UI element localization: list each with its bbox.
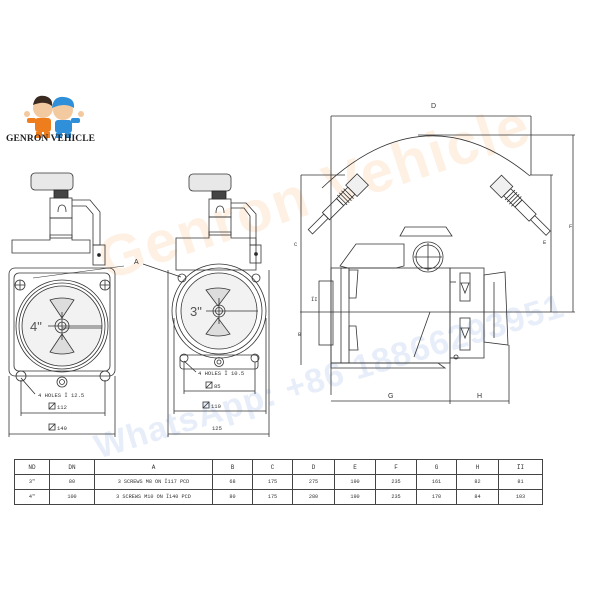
- holes-note-4in: 4 HOLES Ï 12.5: [38, 392, 84, 399]
- cell: 235: [375, 474, 417, 490]
- dim-f-label: F: [569, 223, 572, 230]
- cell: 190: [334, 489, 376, 505]
- front-view-3in: 3" A 4 HOLES Ï 10.5 85 110 125: [32, 173, 270, 437]
- cell: 82: [456, 474, 499, 490]
- cell: 3": [14, 474, 50, 490]
- header-e: E: [334, 459, 376, 475]
- flange-square-3in: 110: [211, 403, 221, 410]
- header-f: F: [375, 459, 417, 475]
- spec-table: ND DN A B C D E F G H ÏI 3" 80 3 SCREWS …: [14, 459, 543, 505]
- dim-c-label: C: [294, 241, 298, 248]
- header-dn: DN: [49, 459, 95, 475]
- bolt-square-3in: 85: [214, 383, 221, 390]
- two-mascot-kids-icon: [24, 95, 84, 138]
- cell: 80: [49, 474, 95, 490]
- dim-e-label: E: [543, 239, 547, 246]
- cell: 84: [456, 489, 499, 505]
- overall-width-3in: 125: [212, 425, 222, 432]
- bolt-square-4in: 112: [57, 404, 67, 411]
- table-row: 4" 100 3 SCREWS M10 ON Ï140 PCD 80 175 2…: [14, 489, 543, 505]
- cell: 3 SCREWS M10 ON Ï140 PCD: [94, 489, 213, 505]
- cell: 280: [292, 489, 335, 505]
- cell: 3 SCREWS M8 ON Ï117 PCD: [94, 474, 213, 490]
- flange-square-4in: 140: [57, 425, 67, 432]
- table-row: 3" 80 3 SCREWS M8 ON Ï117 PCD 68 175 275…: [14, 474, 543, 490]
- cell: 80: [212, 489, 253, 505]
- brand-logo: [5, 88, 115, 146]
- cell: 175: [252, 489, 293, 505]
- header-g: G: [416, 459, 457, 475]
- dim-d-label: D: [431, 103, 436, 110]
- dim-g-label: G: [388, 393, 393, 400]
- header-h: H: [456, 459, 499, 475]
- dim-port-label: ÏI: [311, 296, 318, 303]
- size-label-4in: 4": [30, 319, 42, 334]
- cell: 235: [375, 489, 417, 505]
- header-c: C: [252, 459, 293, 475]
- header-a: A: [94, 459, 213, 475]
- cell: 161: [416, 474, 457, 490]
- holes-note-3in: 4 HOLES Ï 10.5: [198, 370, 244, 377]
- cell: 4": [14, 489, 50, 505]
- header-d: D: [292, 459, 335, 475]
- cell: 103: [498, 489, 543, 505]
- header-i: ÏI: [498, 459, 543, 475]
- size-label-3in: 3": [190, 304, 202, 319]
- dim-h-label: H: [477, 393, 482, 400]
- cell: 68: [212, 474, 253, 490]
- cell: 170: [416, 489, 457, 505]
- cell: 190: [334, 474, 376, 490]
- cell: 175: [252, 474, 293, 490]
- front-view-4in: 4" 4 HOLES Ï 12.5 112 140: [8, 172, 116, 437]
- table-header-row: ND DN A B C D E F G H ÏI: [14, 459, 543, 475]
- dim-b-label: B: [298, 331, 302, 338]
- cell: 100: [49, 489, 95, 505]
- header-nd: ND: [14, 459, 50, 475]
- header-b: B: [212, 459, 253, 475]
- cell: 275: [292, 474, 335, 490]
- cell: 81: [498, 474, 543, 490]
- callout-a: A: [134, 259, 139, 266]
- side-view: D F E C: [294, 103, 575, 404]
- brand-name: GENRON VEHICLE: [6, 134, 96, 144]
